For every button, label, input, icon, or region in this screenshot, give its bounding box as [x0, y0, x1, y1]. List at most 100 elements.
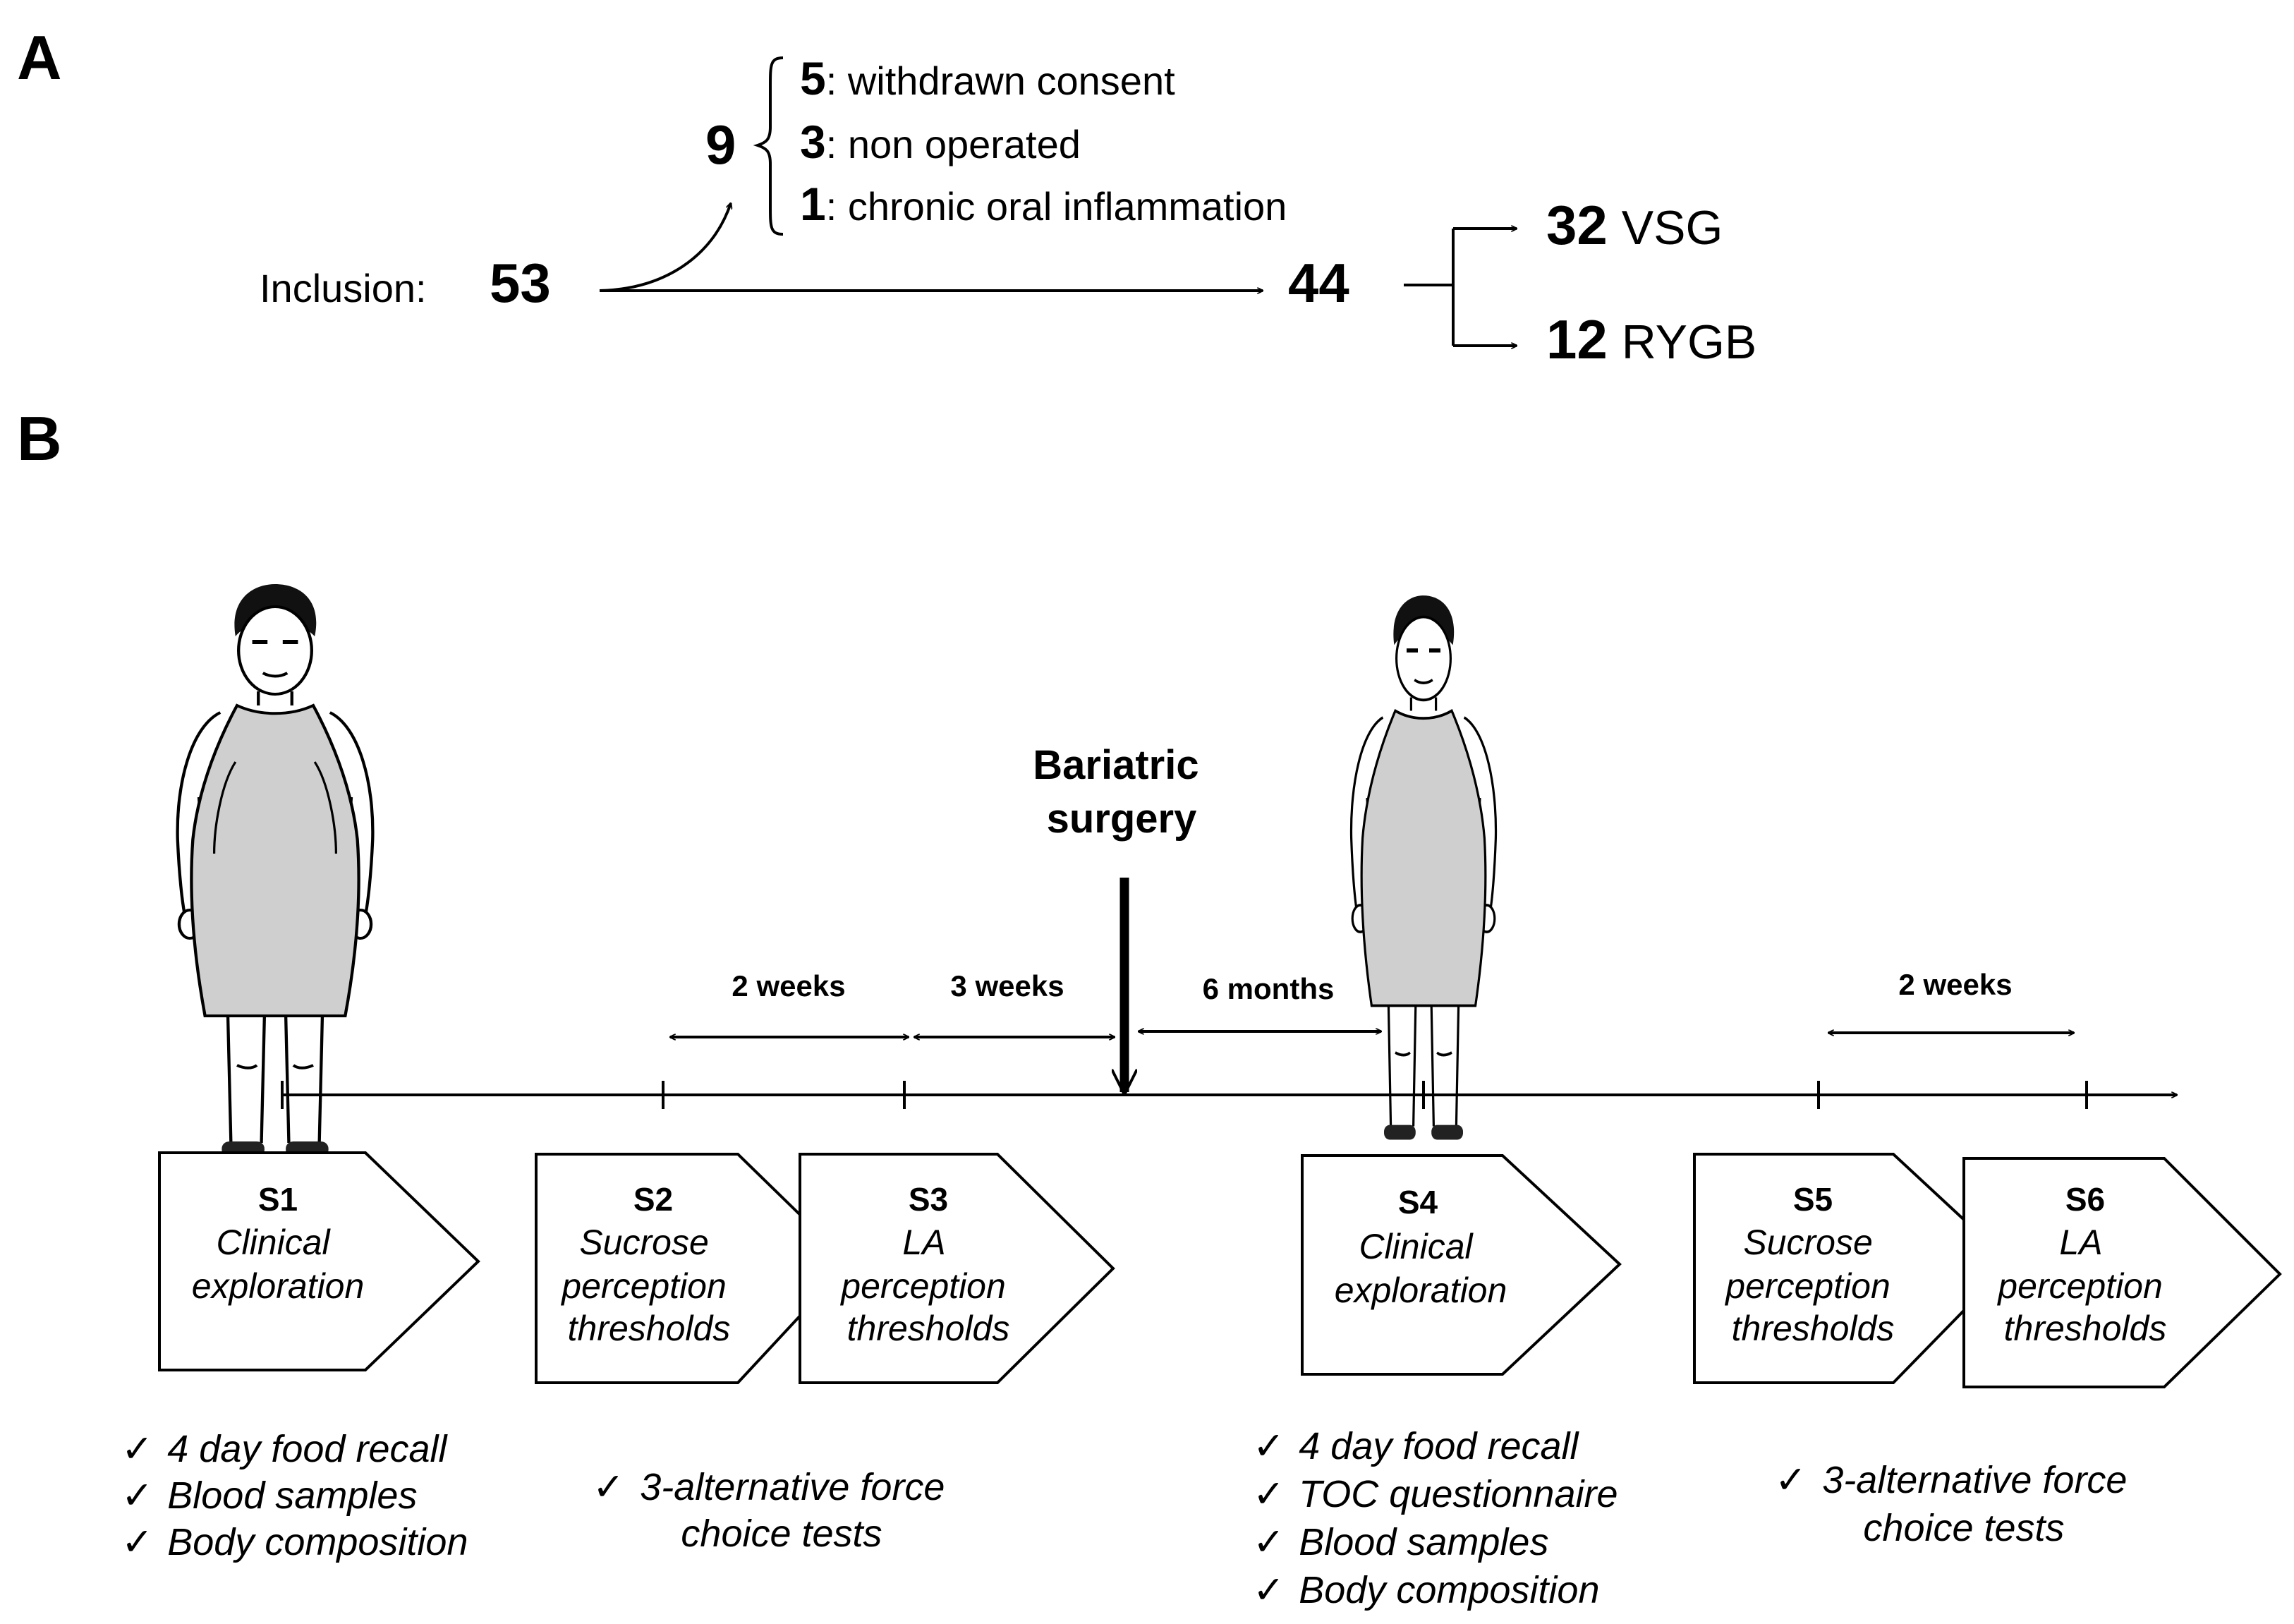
checklist-text: Body composition — [167, 1521, 468, 1563]
exclusion-reason: : non operated — [826, 122, 1081, 166]
exclusion-count: 5 — [800, 52, 826, 104]
exclusion-reason: : withdrawn consent — [826, 59, 1175, 103]
session-s3: S3 LA perception thresholds — [799, 1153, 1115, 1384]
interval-label: 2 weeks — [732, 969, 845, 1002]
check-icon: ✓ — [121, 1474, 153, 1517]
group-name: VSG — [1622, 201, 1723, 255]
session-line: Sucrose — [579, 1223, 708, 1262]
operated-count: 44 — [1288, 252, 1349, 314]
check-icon: ✓ — [1775, 1459, 1807, 1501]
session-line: Clinical — [216, 1223, 331, 1262]
exclusion-brace — [753, 56, 784, 236]
session-description: Clinical exploration — [192, 1223, 365, 1306]
checklist-item: ✓ 4 day food recall — [121, 1428, 448, 1470]
inclusion-count: 53 — [490, 252, 551, 314]
session-s6: S6 LA perception thresholds — [1962, 1157, 2282, 1388]
session-shape — [158, 1151, 480, 1371]
patient-after-surgery-icon — [1351, 595, 1495, 1139]
session-shape — [1962, 1157, 2282, 1388]
session-line: LA — [2059, 1223, 2101, 1262]
check-icon: ✓ — [121, 1521, 153, 1563]
session-s4: S4 Clinical exploration — [1301, 1154, 1622, 1376]
interval-label: 6 months — [1203, 972, 1335, 1005]
session-line: perception — [839, 1266, 1006, 1306]
session-line: Sucrose — [1743, 1223, 1872, 1262]
surgery-title: Bariatric surgery — [1033, 742, 1210, 842]
session-shape — [1301, 1154, 1622, 1376]
session-line: exploration — [192, 1266, 365, 1306]
session-shape — [799, 1153, 1115, 1384]
checklist-item: ✓ 4 day food recall — [1253, 1425, 1579, 1467]
session-shape — [1693, 1153, 2013, 1384]
surgery-title-line: surgery — [1047, 796, 1197, 842]
check-icon: ✓ — [1253, 1425, 1285, 1467]
session-description: LA perception thresholds — [1996, 1223, 2172, 1348]
session-line: thresholds — [568, 1309, 731, 1348]
session-line: thresholds — [2004, 1309, 2167, 1348]
panel-b-label: B — [17, 404, 62, 473]
session-id: S6 — [2065, 1181, 2105, 1218]
checklist-s5-s6: ✓ 3-alternative force choice tests — [1775, 1459, 2127, 1549]
session-description: Clinical exploration — [1335, 1227, 1507, 1310]
checklist-text: 4 day food recall — [167, 1428, 448, 1470]
session-line: LA — [902, 1223, 944, 1262]
exclusion-inflammation: 1: chronic oral inflammation — [800, 178, 1287, 230]
checklist-text: Body composition — [1299, 1569, 1599, 1611]
interval-3-weeks: 3 weeks — [914, 969, 1115, 1037]
interval-6-months: 6 months — [1139, 972, 1381, 1031]
session-s5: S5 Sucrose perception thresholds — [1693, 1153, 2013, 1384]
session-line: thresholds — [847, 1309, 1010, 1348]
check-icon: ✓ — [1253, 1569, 1285, 1611]
exclusion-reasons: 5: withdrawn consent 3: non operated 1: … — [800, 52, 1287, 230]
session-line: Clinical — [1359, 1227, 1474, 1266]
exclusion-arrow — [599, 203, 731, 292]
checklist-item: ✓ 3-alternative force — [1775, 1459, 2127, 1501]
checklist-text: TOC questionnaire — [1299, 1473, 1618, 1515]
session-s2: S2 Sucrose perception thresholds — [535, 1153, 851, 1384]
exclusion-count: 3 — [800, 116, 826, 168]
checklist-text: 3-alternative force — [640, 1466, 945, 1508]
split-connector — [1404, 229, 1455, 346]
session-description: Sucrose perception thresholds — [1724, 1223, 1900, 1348]
checklist-item: ✓3-alternative force — [593, 1466, 945, 1508]
checklist-item: ✓ Body composition — [121, 1521, 468, 1563]
group-count: 32 — [1546, 194, 1608, 256]
session-description: Sucrose perception thresholds — [560, 1223, 736, 1348]
checklist-item: ✓Blood samples — [1253, 1521, 1548, 1563]
session-id: S5 — [1793, 1181, 1833, 1218]
checklist-text: Blood samples — [167, 1474, 417, 1517]
check-icon: ✓ — [1253, 1473, 1285, 1515]
checklist-item: choice tests — [681, 1513, 882, 1555]
exclusion-withdrawn: 5: withdrawn consent — [800, 52, 1175, 104]
session-line: exploration — [1335, 1271, 1507, 1310]
session-id: S2 — [633, 1181, 673, 1218]
checklist-text: 3-alternative force — [1822, 1459, 2127, 1501]
session-id: S1 — [258, 1181, 298, 1218]
timeline-ticks — [281, 1081, 2088, 1109]
checklist-s4: ✓4 day food recall ✓TOC questionnaire ✓B… — [1253, 1425, 1618, 1611]
session-line: perception — [560, 1266, 727, 1306]
interval-2-weeks-after: 2 weeks — [1828, 968, 2074, 1033]
session-line: perception — [1996, 1266, 2163, 1306]
inclusion-label: Inclusion: — [260, 266, 427, 310]
interval-label: 2 weeks — [1898, 968, 2012, 1001]
session-id: S3 — [909, 1181, 948, 1218]
interval-2-weeks-before: 2 weeks — [670, 969, 909, 1037]
checklist-text: Blood samples — [1299, 1521, 1548, 1563]
session-description: LA perception thresholds — [839, 1223, 1015, 1348]
excluded-count: 9 — [705, 114, 736, 176]
session-line: perception — [1724, 1266, 1891, 1306]
session-shape — [535, 1153, 851, 1384]
patient-before-surgery-icon — [178, 584, 373, 1157]
group-name: RYGB — [1622, 315, 1756, 369]
panel-a-label: A — [17, 23, 62, 92]
session-line: thresholds — [1732, 1309, 1895, 1348]
exclusion-non-operated: 3: non operated — [800, 116, 1081, 168]
panel-a: A Inclusion: 53 9 5: withdrawn consent 3… — [17, 23, 1756, 370]
checklist-item: choice tests — [1863, 1507, 2064, 1549]
checklist-item: ✓ Blood samples — [121, 1474, 417, 1517]
checklist-text: 4 day food recall — [1299, 1425, 1579, 1467]
check-icon: ✓ — [121, 1428, 153, 1470]
